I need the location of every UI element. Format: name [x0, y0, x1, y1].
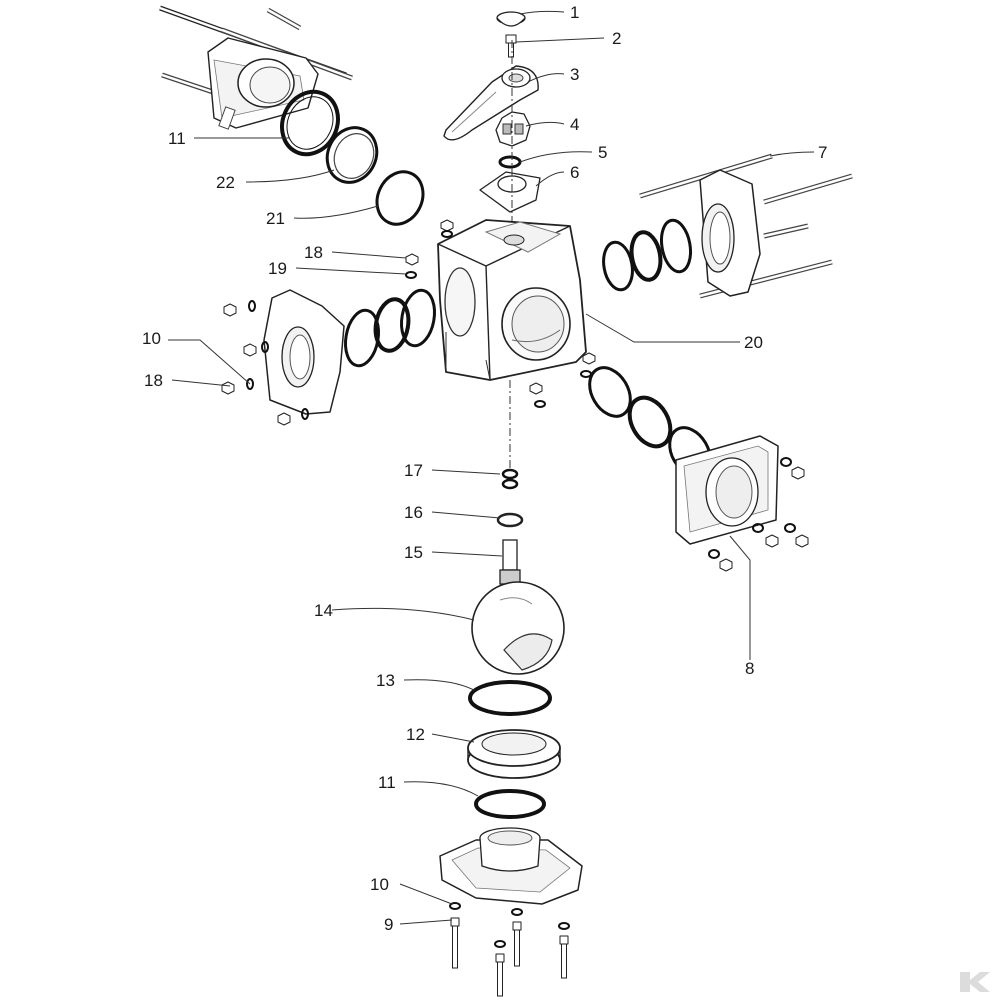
stem-part-15	[499, 539, 521, 585]
seat-oring-13	[468, 680, 552, 716]
callout-10-left: 10	[142, 329, 161, 348]
stem-washer-16	[496, 512, 524, 528]
top-left-union-ring	[325, 126, 379, 184]
callout-18-top: 18	[304, 243, 323, 262]
callout-7: 7	[818, 143, 827, 162]
seat-ring-12	[467, 729, 561, 779]
callout-17: 17	[404, 461, 423, 480]
callout-21: 21	[266, 209, 285, 228]
leader-lines	[168, 10, 815, 925]
lower-right-oring-a	[588, 366, 632, 418]
callout-3: 3	[570, 65, 579, 84]
lower-right-nuts-washers	[708, 457, 809, 572]
body-small-nuts	[405, 219, 596, 408]
callout-18-left: 18	[144, 371, 163, 390]
left-oring-c	[344, 308, 380, 368]
ball-part-14	[471, 581, 565, 675]
callout-11-bottom: 11	[378, 773, 396, 792]
screw-part-2	[505, 34, 517, 58]
plate-part-6	[479, 171, 541, 213]
callout-13: 13	[376, 671, 395, 690]
valve-body-part-20	[437, 219, 587, 381]
callout-19: 19	[268, 259, 287, 278]
callout-9: 9	[384, 915, 393, 934]
callout-8: 8	[745, 659, 754, 678]
callout-16: 16	[404, 503, 423, 522]
lower-right-end-connector	[675, 435, 779, 545]
right-oring-c	[659, 218, 693, 274]
left-end-connector	[263, 289, 345, 415]
cap-part-1	[496, 11, 526, 27]
callout-1: 1	[570, 3, 579, 22]
stem-oring-17a	[501, 468, 519, 480]
callout-15: 15	[404, 543, 423, 562]
callout-22: 22	[216, 173, 235, 192]
right-oring-b	[629, 230, 663, 282]
left-oring-a	[400, 288, 436, 348]
callout-11-top: 11	[168, 129, 186, 148]
lower-right-oring-b	[627, 395, 673, 449]
washer-part-5	[498, 155, 522, 169]
stem-oring-17b	[501, 478, 519, 490]
adapter-part-4	[495, 111, 531, 147]
handle-lever-part-3	[443, 65, 539, 141]
callout-10-bottom: 10	[370, 875, 389, 894]
callouts: 1 2 3 4 5 6 7 8 9 10 10 11 11 12 13 14 1…	[142, 3, 827, 934]
bottom-oring-11	[474, 789, 546, 819]
callout-6: 6	[570, 163, 579, 182]
top-left-oring	[280, 89, 340, 157]
top-left-connector	[159, 5, 353, 130]
callout-20: 20	[744, 333, 763, 352]
right-end-connector	[639, 153, 853, 299]
callout-5: 5	[598, 143, 607, 162]
callout-4: 4	[570, 115, 579, 134]
callout-12: 12	[406, 725, 425, 744]
bottom-bolts-part-9	[449, 902, 570, 997]
bottom-end-connector	[439, 827, 583, 905]
left-oring-21	[375, 170, 425, 226]
brand-logo-icon	[960, 972, 990, 992]
callout-2: 2	[612, 29, 621, 48]
callout-14: 14	[314, 601, 333, 620]
